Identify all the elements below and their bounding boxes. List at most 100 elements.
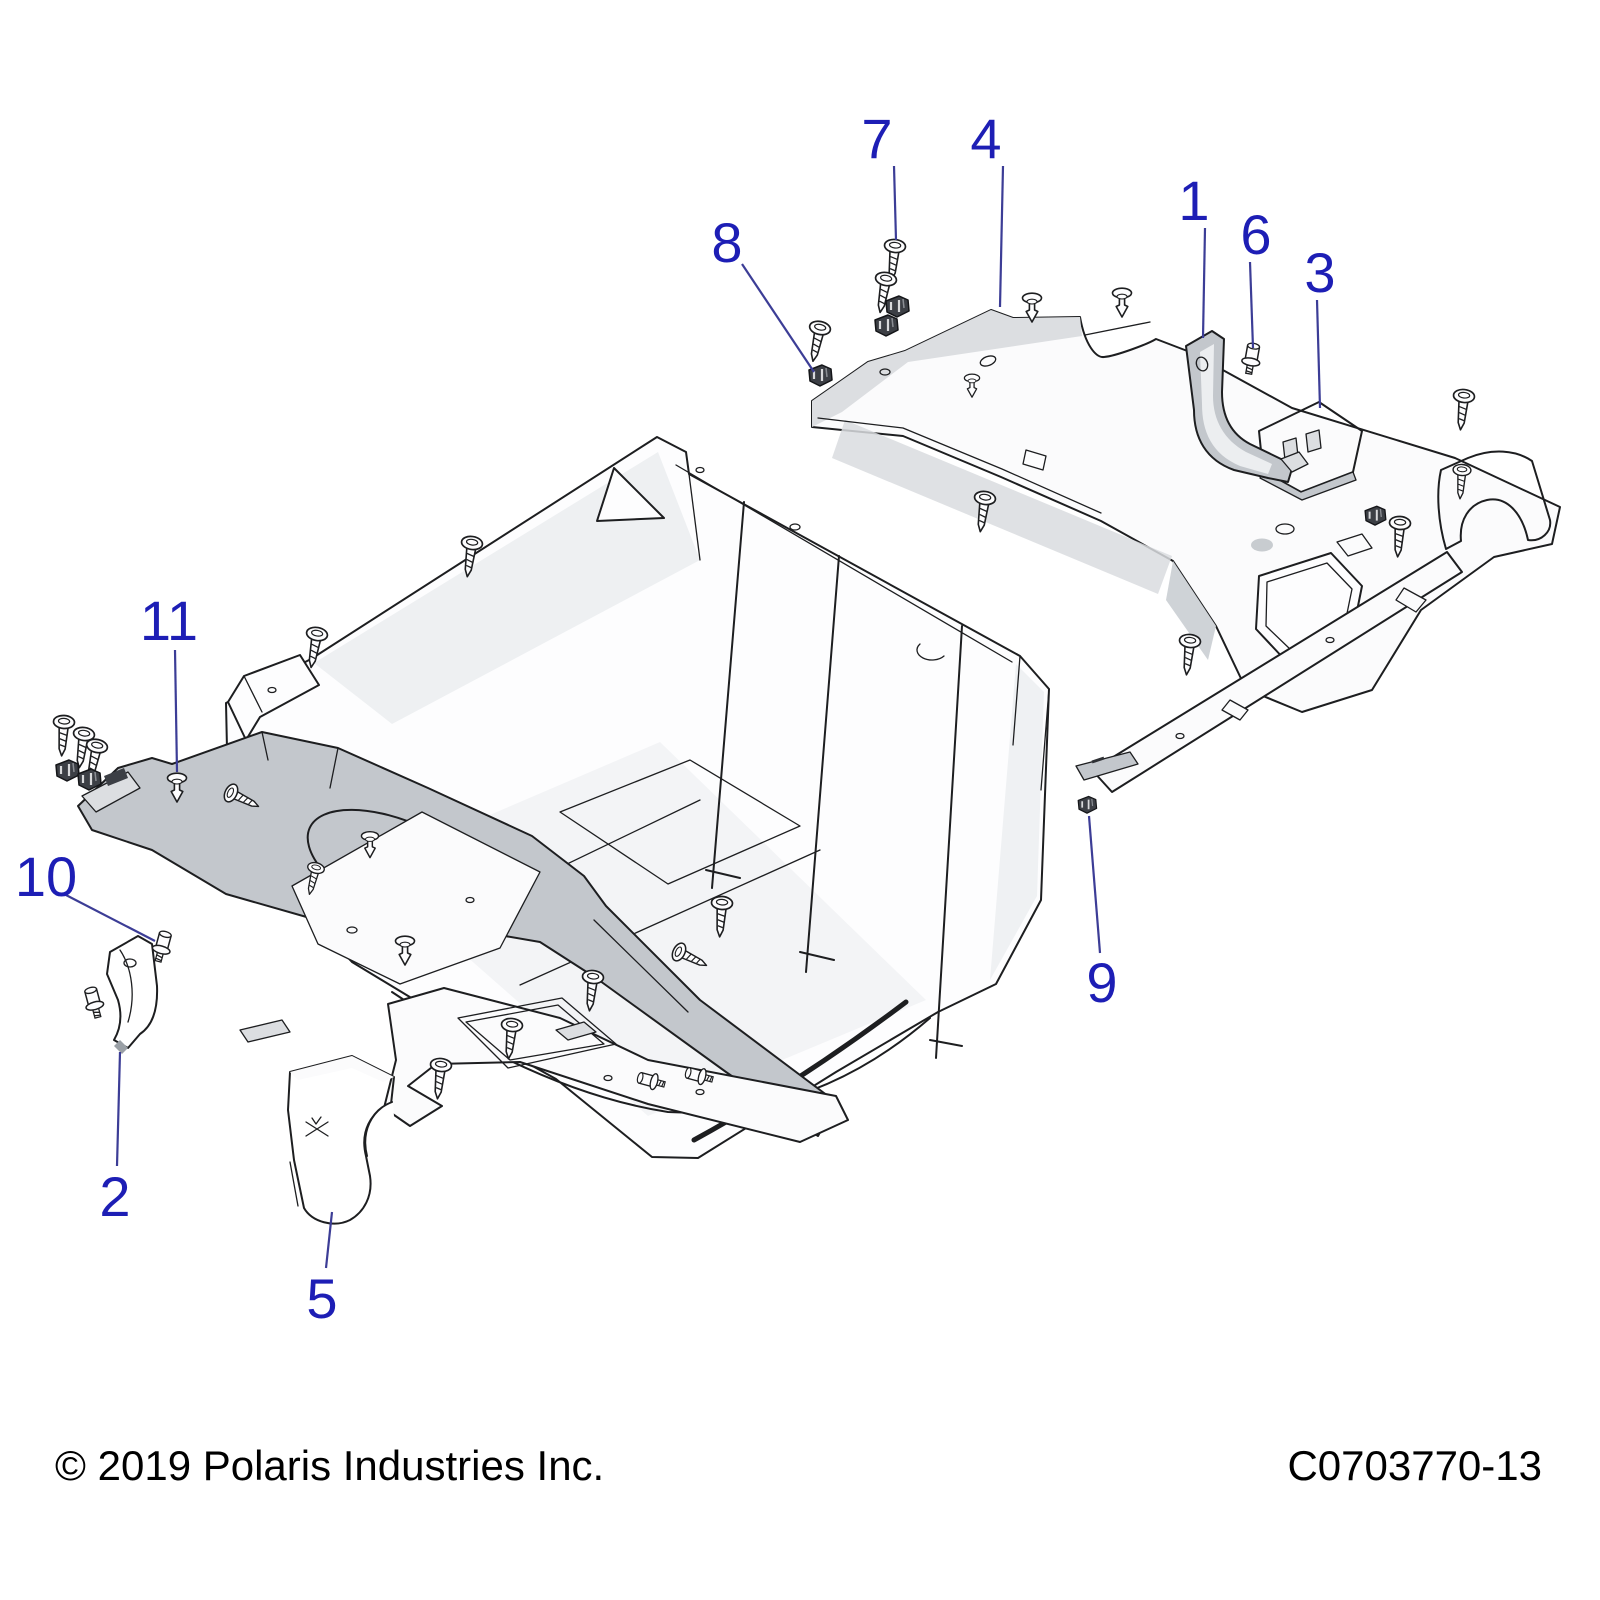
mount-strip-tab-2 (1221, 699, 1249, 721)
diagram-code: C0703770-13 (1287, 1442, 1542, 1489)
corner-bracket-fold (119, 949, 133, 1023)
access-panel-slot-2 (1305, 429, 1322, 453)
callout-label-10: 10 (15, 845, 77, 908)
rear-panel-plug-hole (1251, 538, 1273, 552)
bottom-strip-plate (457, 997, 617, 1069)
cargo-box-right-wall-shade (990, 664, 1044, 980)
left-rail-hole-1 (346, 926, 358, 934)
bottom-strip-tab-2 (239, 1019, 291, 1043)
rear-panel-clip-boss (1336, 533, 1373, 557)
fender-closeout-arch-cutout (366, 1102, 397, 1160)
bolt-icon (1239, 341, 1264, 377)
cargo-box-triangle-hole (596, 467, 665, 522)
callout-label-9: 9 (1086, 951, 1117, 1014)
mount-strip-tab-1 (1395, 587, 1427, 613)
rear-panel-small-hole (879, 368, 891, 376)
mount-strip-outline (1091, 551, 1463, 793)
clip-icon (873, 313, 900, 338)
callouts-layer: 1 2 3 4 5 6 7 8 9 10 11 (15, 107, 1336, 1330)
callout-leader-10 (63, 893, 156, 942)
rear-panel-right-shade (1166, 561, 1216, 660)
callout-label-1: 1 (1178, 169, 1209, 232)
clip-icon (1077, 795, 1098, 815)
cargo-box-right-post-lines (1012, 655, 1050, 791)
cargo-box-wall-line-1 (705, 501, 745, 889)
clip-icon (884, 294, 911, 319)
corner-bracket-hole (123, 958, 137, 968)
left-rail-tip-clip (104, 768, 128, 786)
mount-strip-end-mark (1091, 756, 1105, 764)
rear-panel-ridge-shade (832, 420, 1172, 594)
cargo-box-rim-notch (916, 643, 945, 661)
part-corner-bracket (106, 935, 159, 1054)
callout-label-2: 2 (99, 1165, 130, 1228)
callout-leader-5 (324, 1211, 334, 1269)
bracket-face (1200, 344, 1272, 474)
fender-closeout-top-face (290, 1056, 394, 1082)
rivet-icon (1111, 287, 1133, 318)
bottom-strip-hole-1 (603, 1074, 613, 1082)
rear-panel-thickness-line (817, 417, 1102, 514)
rear-panel-slot (1022, 449, 1047, 471)
callout-leader-8 (741, 263, 815, 373)
cargo-box-inner-rim (675, 464, 1013, 663)
callout-label-4: 4 (970, 107, 1001, 170)
callout-leader-7 (892, 165, 898, 241)
part-mount-strip (1075, 551, 1463, 793)
callout-label-7: 7 (861, 107, 892, 170)
mount-strip-end-bracket (1075, 751, 1139, 781)
copyright-text: © 2019 Polaris Industries Inc. (55, 1442, 604, 1489)
left-rail-hole-2 (465, 896, 475, 904)
part-left-rail (77, 731, 837, 1137)
callout-leader-2 (115, 1051, 122, 1167)
cargo-box-wall-line-3 (929, 625, 963, 1059)
part-bracket (1185, 330, 1309, 483)
rear-panel-oval-hole-2 (1275, 523, 1295, 535)
fender-closeout-x-mark (305, 1116, 329, 1137)
fender-closeout-hatch (289, 1161, 299, 1207)
left-rail-fold-lines (261, 731, 689, 1013)
cargo-box-wall-line-2 (799, 555, 840, 973)
rear-panel-oval-hole (979, 355, 997, 367)
part-bottom-closeout (239, 987, 849, 1143)
cargo-box-corner-post (688, 473, 701, 561)
clip-icon (54, 758, 81, 783)
part-fender-closeout (287, 1055, 397, 1225)
callout-leader-3 (1315, 299, 1322, 409)
callout-leader-9 (1087, 815, 1102, 954)
screw-icon (801, 318, 833, 365)
left-rail-pocket-floor (291, 811, 541, 985)
cargo-box-hole-2 (695, 466, 705, 474)
screw-icon (426, 1056, 453, 1101)
access-panel-edge (1259, 470, 1357, 501)
mount-strip-hole-1 (1325, 636, 1335, 644)
corner-bracket-outline (106, 935, 159, 1049)
callout-label-11: 11 (140, 589, 198, 652)
cargo-box-ear-hole (267, 686, 277, 694)
fender-closeout-arch-line (364, 1101, 393, 1157)
callout-leader-6 (1248, 261, 1255, 349)
callout-label-3: 3 (1304, 241, 1335, 304)
cargo-box-ear-fold (243, 675, 263, 713)
rear-panel-top-face (812, 310, 1082, 427)
callout-leader-11 (173, 649, 179, 773)
screw-icon (1449, 387, 1476, 432)
callout-label-5: 5 (306, 1267, 337, 1330)
corner-bracket-tip-shade (114, 1040, 128, 1054)
bracket-foot (1280, 451, 1309, 473)
callout-label-6: 6 (1240, 203, 1271, 266)
screw-icon (50, 713, 76, 758)
callout-leader-4 (998, 165, 1005, 308)
bracket-hole (1195, 356, 1209, 372)
cargo-box-hole-1 (789, 523, 801, 531)
callout-label-8: 8 (711, 211, 742, 274)
screw-icon (1175, 632, 1202, 677)
part-arch-cover (1437, 450, 1552, 550)
mount-strip-hole-2 (1175, 732, 1185, 740)
bottom-strip-hole-2 (695, 1088, 705, 1096)
bolt-icon (80, 984, 108, 1021)
callout-leader-1 (1201, 227, 1207, 339)
bottom-strip-outline (383, 987, 849, 1143)
